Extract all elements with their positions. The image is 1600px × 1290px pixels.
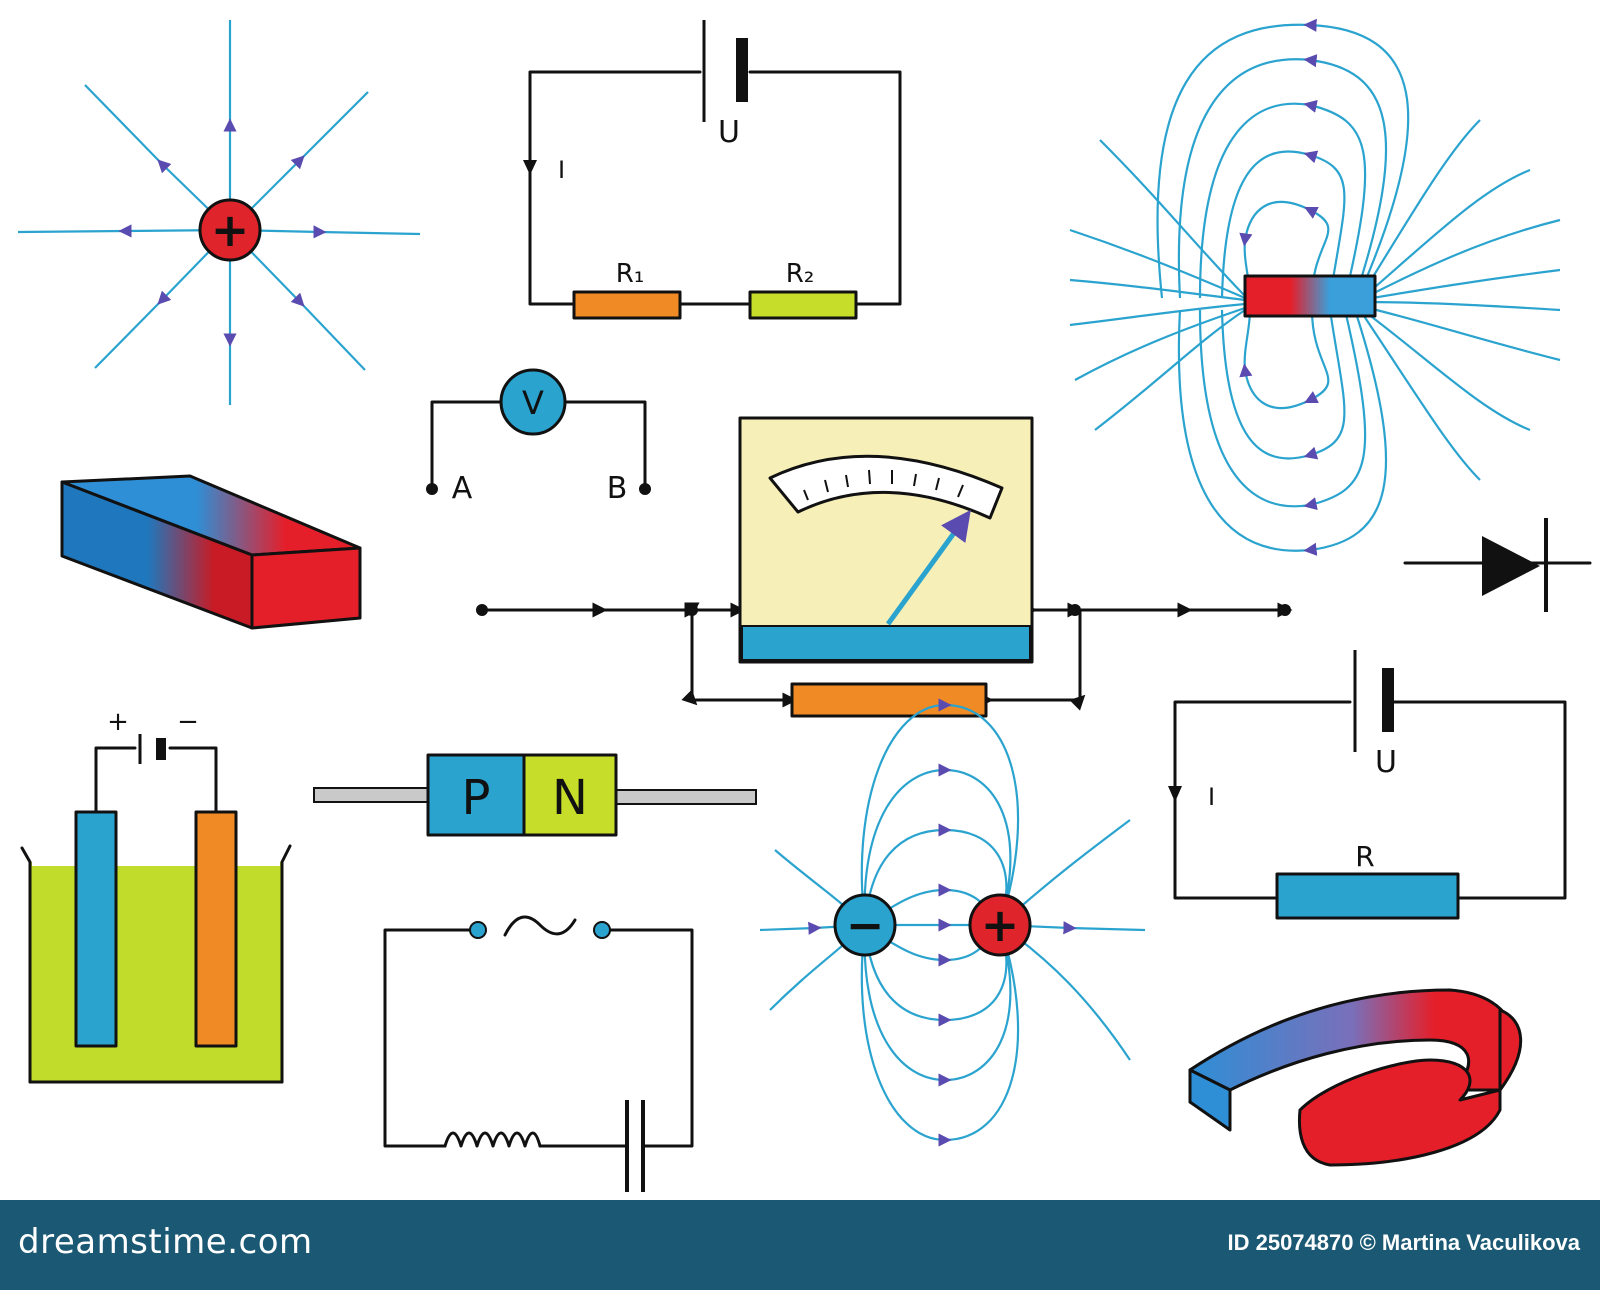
current-label-right: I <box>1208 783 1215 811</box>
bar-magnet-3d <box>60 474 362 630</box>
shunt-resistor <box>790 682 988 718</box>
voltage-label-right: U <box>1375 745 1397 780</box>
current-arrow-icon <box>523 160 537 175</box>
dipole-positive-charge-icon <box>968 893 1032 957</box>
resistor-r2 <box>748 290 858 320</box>
diode-triangle-icon <box>1482 536 1540 596</box>
series-circuit-top: I U R₁ R₂ <box>523 20 902 320</box>
resistor-r2-label: R₂ <box>786 259 815 289</box>
bar-magnet-icon <box>1243 274 1377 318</box>
n-region-label: N <box>552 770 588 826</box>
lc-circuit <box>383 915 694 1192</box>
pn-diode: P N <box>313 753 757 837</box>
horseshoe-magnet <box>1188 988 1523 1167</box>
terminal-a-label: A <box>452 471 473 506</box>
inductor-coil-icon <box>443 1131 542 1148</box>
resistor-r <box>1275 872 1460 920</box>
voltmeter-symbol: V <box>522 384 544 422</box>
dipole-positive-sign: + <box>981 898 1020 952</box>
positive-charge-sign: + <box>211 203 250 257</box>
battery-icon-right <box>1382 668 1394 732</box>
electrode-cathode <box>74 810 118 1048</box>
voltage-label: U <box>718 115 740 150</box>
negative-charge-icon <box>833 893 897 957</box>
battery-plus-sign: + <box>107 707 129 737</box>
negative-charge-sign: − <box>846 898 885 952</box>
positive-charge-field: + <box>17 20 421 405</box>
terminal-b-label: B <box>607 471 628 506</box>
battery-icon <box>736 38 748 102</box>
electrolytic-cell: + − <box>20 707 292 1084</box>
diode-symbol <box>1403 518 1592 612</box>
resistor-r1-label: R₁ <box>616 259 645 289</box>
series-circuit-right: I U R <box>1168 650 1567 920</box>
voltmeter-icon <box>499 368 567 436</box>
footer-bar: dreamstime.com ID 25074870 © Martina Vac… <box>0 1200 1600 1290</box>
electric-dipole-field: − + <box>759 698 1146 1147</box>
image-credit: ID 25074870 © Martina Vaculikova <box>1227 1230 1580 1255</box>
battery-minus-sign: − <box>177 707 199 737</box>
meter-needle <box>885 509 971 626</box>
brand-logo[interactable]: dreamstime.com <box>18 1222 313 1262</box>
physics-electricity-illustration: + I U R₁ R₂ <box>17 18 1592 1192</box>
galvanometer-circuit <box>476 416 1291 718</box>
meter-scale <box>768 454 1004 520</box>
bar-magnet-field <box>1069 18 1561 556</box>
p-region-label: P <box>462 770 491 826</box>
electrode-anode <box>194 810 238 1048</box>
current-arrow-icon-right <box>1168 786 1182 802</box>
positive-charge-icon <box>198 198 262 262</box>
voltmeter-circuit: V A B <box>426 368 651 506</box>
current-label: I <box>558 156 565 184</box>
resistor-r-label: R <box>1355 840 1374 873</box>
resistor-r1 <box>572 290 682 320</box>
